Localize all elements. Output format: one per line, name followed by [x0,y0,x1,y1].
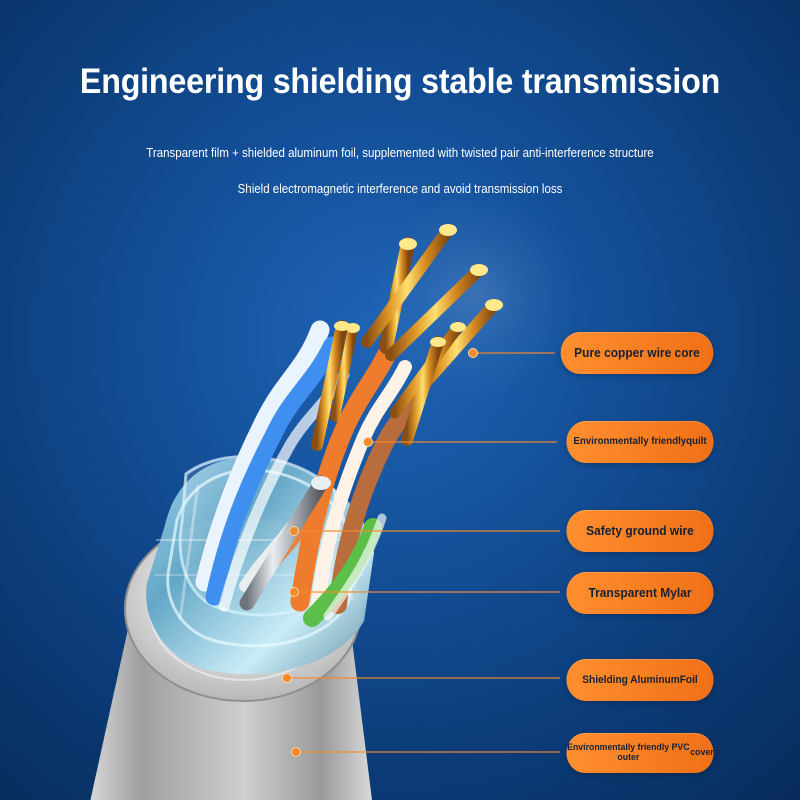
subtitle-line-1: Transparent film + shielded aluminum foi… [146,146,654,160]
ground-wire [239,475,331,611]
ground-wire-pointer-dot [289,526,299,536]
environmentally-friendly-quilt-callout: Environmentally friendly quilt [566,421,714,463]
foil-pointer-dot [282,673,292,683]
shielding-aluminum-foil-line-1: Shielding Aluminum [582,673,680,686]
pvc-outer-cover-callout: Environmentally friendly PVC outer cover [566,733,714,773]
environmentally-friendly-quilt-line-2: quilt [686,435,707,448]
pvc-outer-cover-line-2: cover [690,746,714,758]
shielding-aluminum-foil-callout: Shielding Aluminum Foil [566,659,714,701]
safety-ground-wire-label: Safety ground wire [586,522,694,538]
mylar-pointer-dot [289,587,299,597]
quilt-pointer-dot [363,437,373,447]
callout-leaders [282,348,560,757]
pure-copper-wire-core-label: Pure copper wire core [574,344,700,360]
page-title: Engineering shielding stable transmissio… [79,62,721,101]
shielding-aluminum-foil-line-2: Foil [679,673,698,686]
pure-copper-wire-core-callout: Pure copper wire core [560,332,714,374]
environmentally-friendly-quilt-line-1: Environmentally friendly [573,435,687,448]
subtitle-line-2: Shield electromagnetic interference and … [237,182,563,196]
pvc-outer-cover-line-1: Environmentally friendly PVC outer [567,741,690,763]
transparent-mylar-callout: Transparent Mylar [566,572,714,614]
safety-ground-wire-callout: Safety ground wire [566,510,714,552]
outer-cover-pointer-dot [291,747,301,757]
copper-conductors [311,224,503,451]
copper-core-pointer-dot [468,348,478,358]
transparent-mylar-label: Transparent Mylar [588,584,692,600]
